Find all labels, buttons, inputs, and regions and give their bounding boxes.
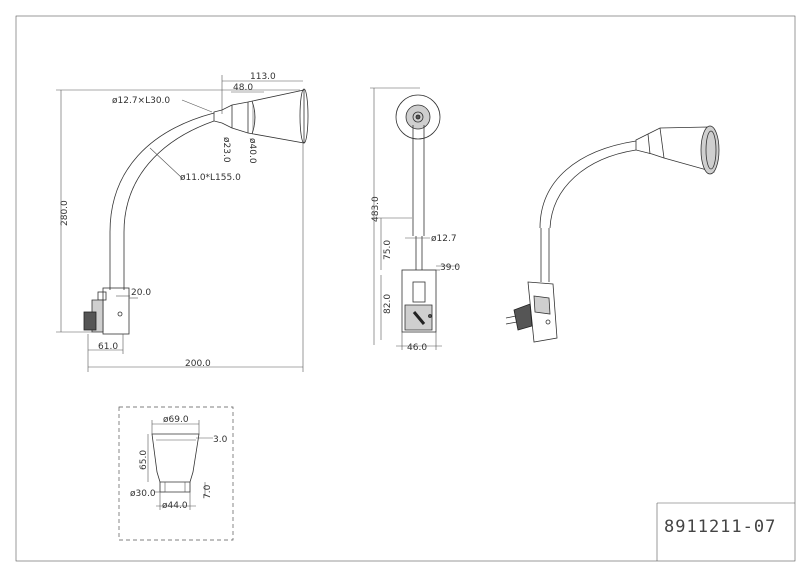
- detail-inner-dia-label: ø30.0: [130, 489, 156, 499]
- front-view: 483.0 ø12.7 75.0 39.0 82.0 46.0: [370, 87, 460, 353]
- side-neck-dia-label: ø23.0: [221, 137, 231, 163]
- side-view: 280.0 113.0 48.0 ø12.7×L30.0 ø23.0 ø40.0…: [56, 72, 309, 372]
- title-block: 8911211-07: [656, 502, 795, 561]
- detail-lip-label: 3.0: [213, 435, 228, 445]
- drawing-frame: [15, 15, 796, 562]
- side-plug-width-label: 61.0: [98, 342, 118, 352]
- shade-detail: ø69.0 3.0 65.0 ø30.0 7.0 ø44.0: [118, 406, 234, 541]
- side-shade-length-label: 48.0: [233, 83, 253, 93]
- drawing-code: 8911211-07: [664, 517, 776, 537]
- detail-height-label: 65.0: [139, 450, 149, 470]
- side-plug-offset-label: 20.0: [131, 288, 151, 298]
- detail-base-label: 7.0: [203, 484, 213, 499]
- side-gooseneck-label: ø11.0*L155.0: [180, 173, 241, 183]
- front-body-width-label: 46.0: [407, 343, 427, 353]
- perspective-view: [505, 125, 720, 343]
- front-tube-dia-label: ø12.7: [431, 234, 457, 244]
- front-body-height-label: 82.0: [383, 294, 393, 314]
- front-tube-length-label: 75.0: [383, 240, 393, 260]
- side-shade-dia-label: ø40.0: [247, 138, 257, 164]
- detail-bottom-dia-label: ø44.0: [162, 501, 188, 511]
- front-body-offset-label: 39.0: [440, 263, 460, 273]
- detail-top-dia-label: ø69.0: [163, 415, 189, 425]
- side-height-label: 280.0: [60, 200, 70, 226]
- side-width-label: 200.0: [185, 359, 211, 369]
- side-neck-label: ø12.7×L30.0: [112, 96, 170, 106]
- front-height-label: 483.0: [371, 196, 381, 222]
- detail-frame: [118, 406, 234, 541]
- side-reach-label: 113.0: [250, 72, 276, 82]
